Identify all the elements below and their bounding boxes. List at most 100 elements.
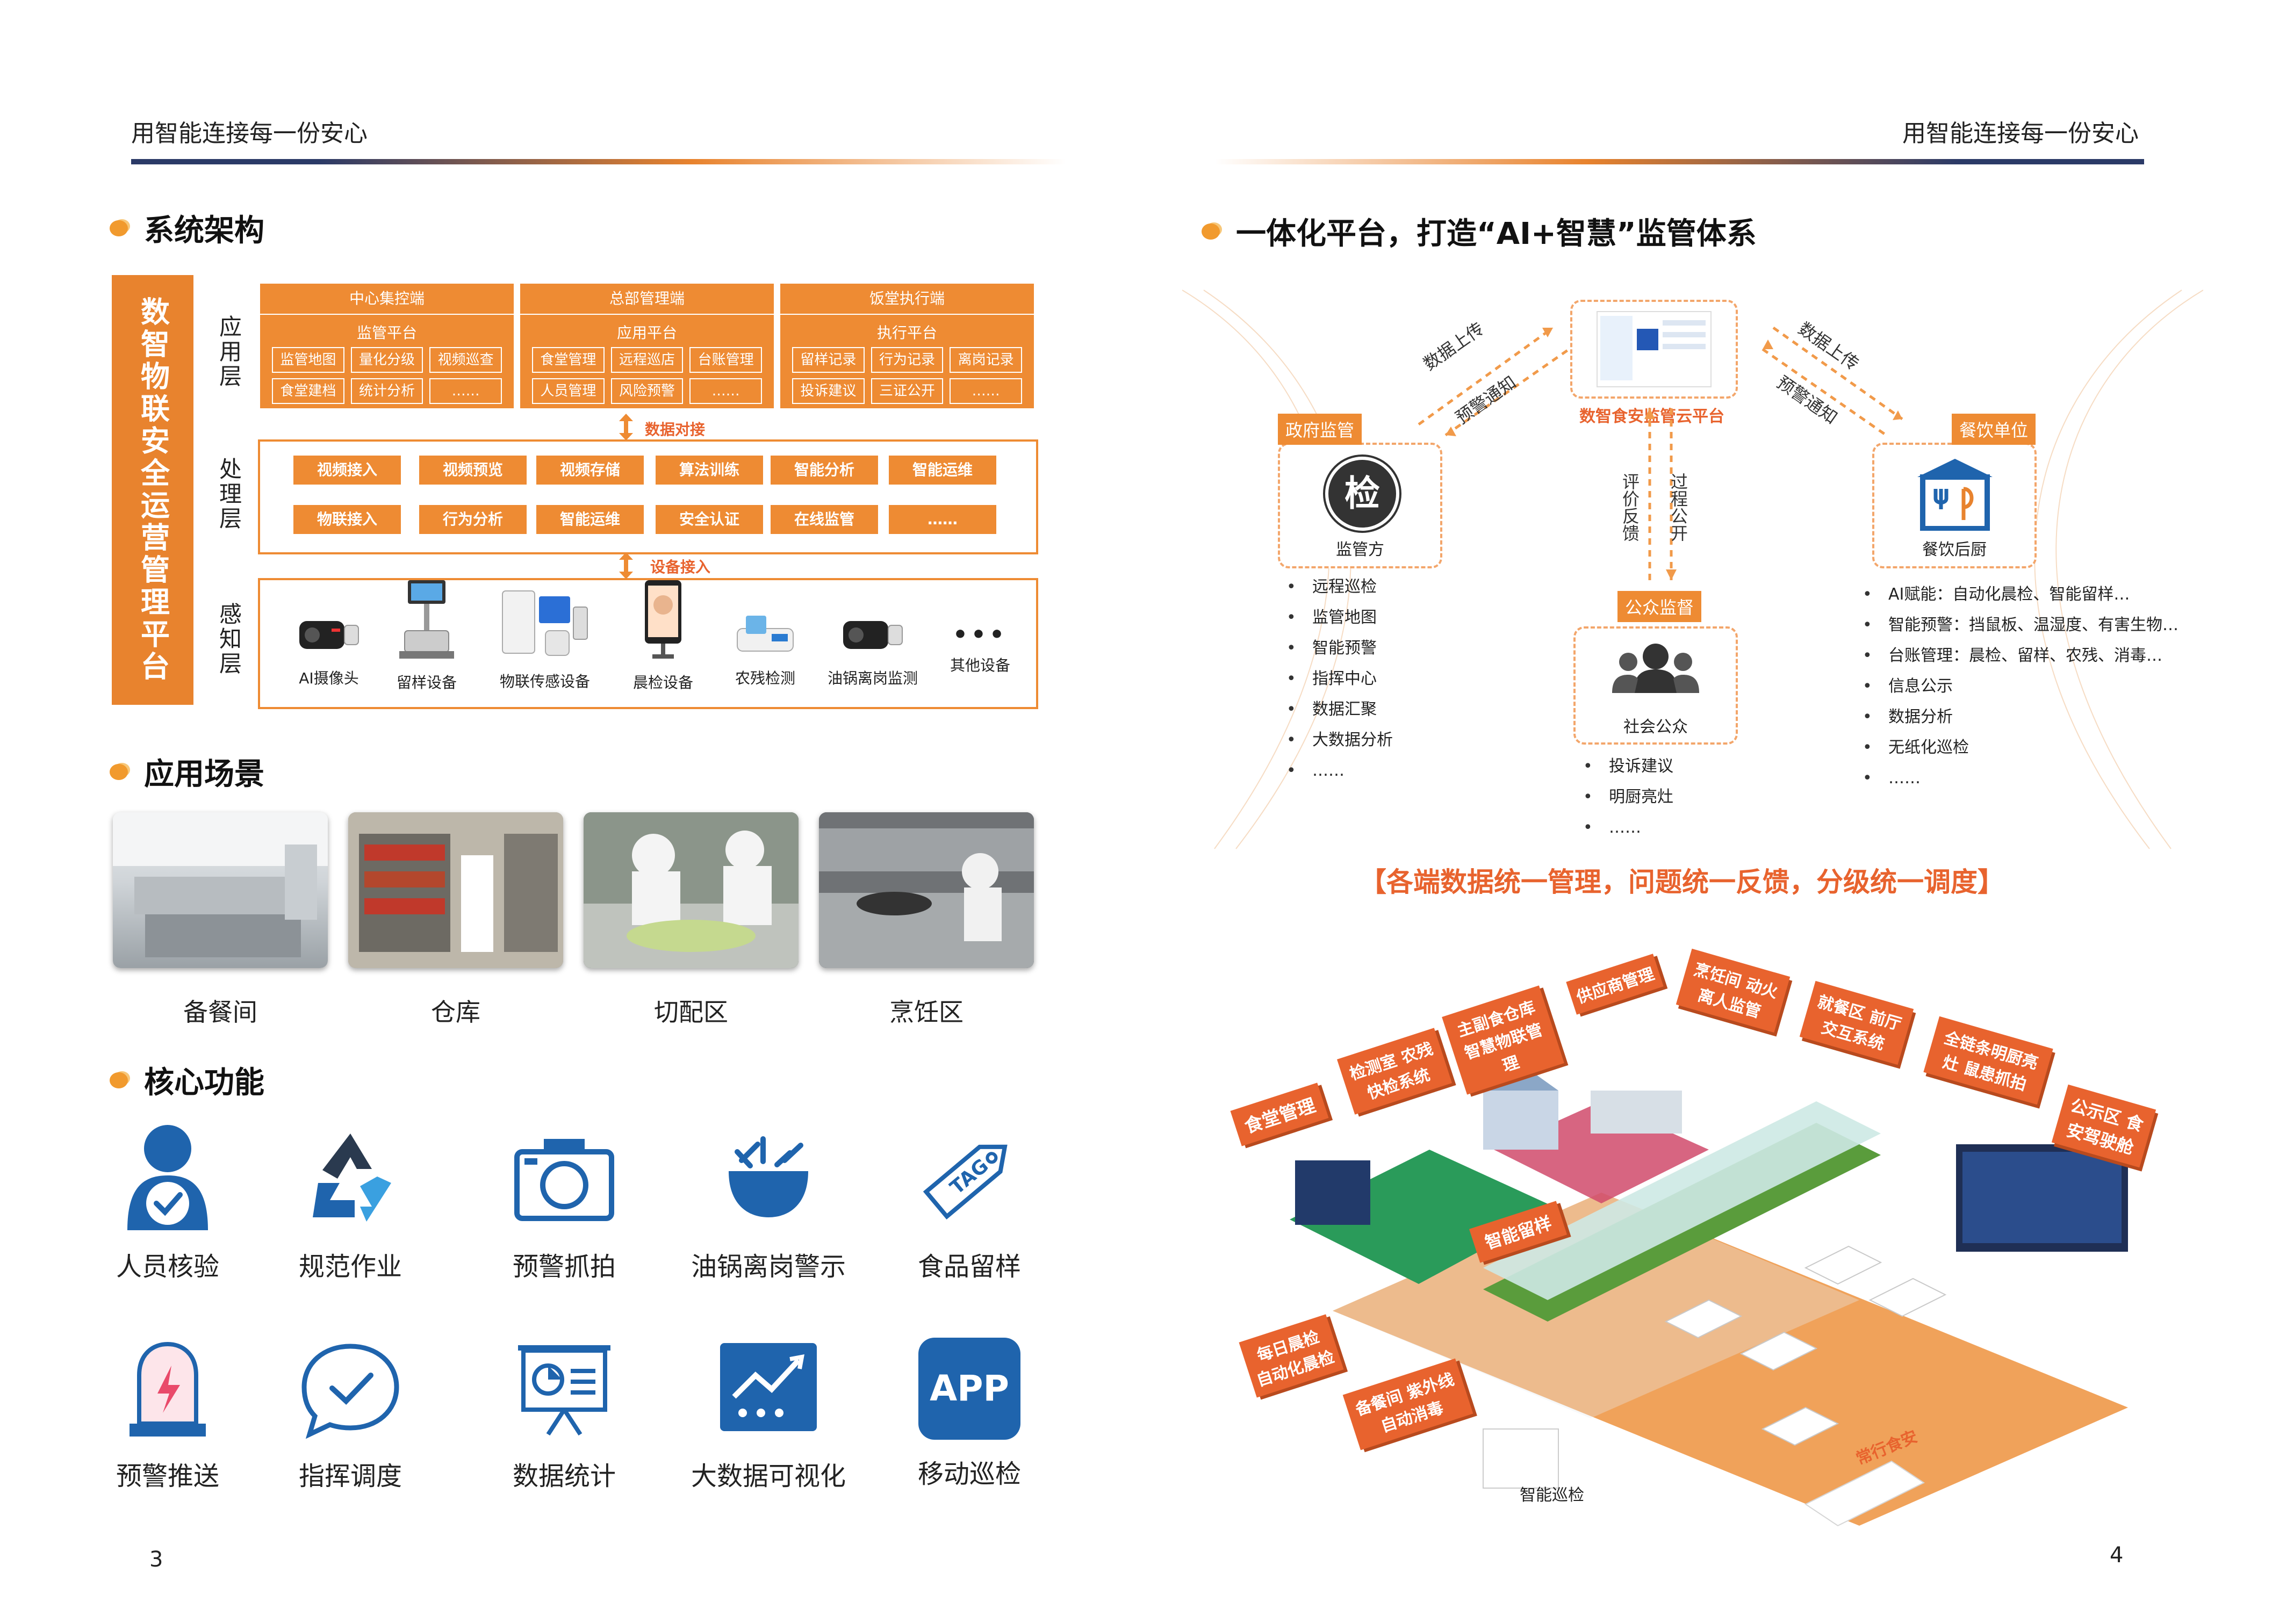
scene-caption: 烹饪区 xyxy=(889,998,964,1027)
face-terminal-icon xyxy=(645,580,681,659)
mini-item: 行为记录 xyxy=(871,347,944,373)
trend-screen-icon xyxy=(720,1343,817,1431)
arrow-label-device: 设备接入 xyxy=(650,558,711,576)
restaurant-tag: 餐饮单位 xyxy=(1952,414,2036,445)
section-title-architecture: 系统架构 xyxy=(110,206,264,250)
mobile-inspect-caption: 智能巡检 xyxy=(1520,1486,1584,1505)
feature-person-verify: 人员核验 xyxy=(71,1123,264,1283)
svg-text:TAG: TAG xyxy=(946,1155,993,1199)
column-sub: 监管平台 xyxy=(356,324,417,342)
header-line-right xyxy=(1214,159,2144,164)
list-item: AI赋能：自动化晨检、智能留样… xyxy=(1863,579,2178,610)
recycle-icon xyxy=(313,1134,391,1222)
list-item: 智能预警 xyxy=(1286,633,1393,663)
presentation-chart-icon xyxy=(518,1345,610,1436)
scene-photo-cutting xyxy=(584,812,799,968)
mini-item: 远程巡店 xyxy=(610,347,684,373)
app-column-3: 饭堂执行端 执行平台 留样记录 行为记录 离岗记录 投诉建议 三证公开 …… xyxy=(780,284,1034,408)
device-iot-sensor: 物联传感设备 xyxy=(480,586,609,691)
list-item: 投诉建议 xyxy=(1583,751,1673,782)
feature-mobile-inspect: APP 移动巡检 xyxy=(873,1338,1066,1490)
column-head: 总部管理端 xyxy=(520,284,774,315)
slogan-banner: 【各端数据统一管理，问题统一反馈，分级统一调度】 xyxy=(1360,867,2004,898)
header-line-left xyxy=(131,159,1066,164)
sensing-layer: AI摄像头 留样设备 物联传感设备 晨检设备 农残检测 油锅离岗监测 ••• 其… xyxy=(258,578,1038,709)
scene-caption: 备餐间 xyxy=(183,998,257,1027)
pesticide-tester-icon xyxy=(737,616,794,652)
public-list: 投诉建议 明厨亮灶 …… xyxy=(1583,751,1673,843)
bullet-icon xyxy=(110,763,128,780)
people-group-icon xyxy=(1612,644,1699,693)
platform-name: 数智物联安全运营管理平台 xyxy=(112,275,193,705)
store-fork-icon xyxy=(1917,459,1993,531)
proc-item: 智能运维 xyxy=(889,456,996,485)
list-item: 指挥中心 xyxy=(1286,663,1393,694)
scene-caption: 切配区 xyxy=(654,998,728,1027)
feature-oil-pan-warning: 油锅离岗警示 xyxy=(672,1123,865,1283)
list-item: 远程巡检 xyxy=(1286,572,1393,602)
list-item: 台账管理：晨检、留样、农残、消毒… xyxy=(1863,640,2178,671)
scene-caption: 仓库 xyxy=(431,998,480,1027)
check-icon: 检 xyxy=(1323,454,1401,533)
double-arrow-icon xyxy=(618,414,634,441)
alarm-light-icon xyxy=(130,1341,206,1437)
device-other: ••• 其他设备 xyxy=(932,621,1029,675)
column-sub: 执行平台 xyxy=(876,324,937,342)
person-check-icon xyxy=(127,1125,208,1230)
bullet-icon xyxy=(110,220,128,236)
scene-photo-prep xyxy=(113,812,328,968)
mini-item: 统计分析 xyxy=(350,378,423,404)
proc-item: 在线监管 xyxy=(771,505,878,534)
list-item: 智能预警：挡鼠板、温湿度、有害生物… xyxy=(1863,610,2178,640)
public-node: 社会公众 xyxy=(1573,626,1738,745)
double-arrow-icon xyxy=(618,552,634,579)
feature-command-dispatch: 指挥调度 xyxy=(254,1338,447,1492)
bullet-icon xyxy=(1202,223,1220,240)
page-number-right: 4 xyxy=(2110,1543,2124,1568)
proc-item: 智能运维 xyxy=(536,505,644,534)
mini-item: 三证公开 xyxy=(871,378,944,404)
mini-item: 台账管理 xyxy=(689,347,762,373)
mini-item: 量化分级 xyxy=(350,347,423,373)
list-item: 监管地图 xyxy=(1286,602,1393,633)
proc-item: 智能分析 xyxy=(771,456,878,485)
section-title-scenes: 应用场景 xyxy=(110,750,264,793)
more-dots-icon: ••• xyxy=(952,621,1008,648)
public-caption: 社会公众 xyxy=(1623,718,1688,737)
sample-device-icon xyxy=(399,580,454,659)
layer-sense-label: 感知层 xyxy=(215,602,242,676)
gov-caption: 监管方 xyxy=(1336,540,1384,559)
cloud-platform-node xyxy=(1570,300,1738,399)
app-icon: APP xyxy=(918,1338,1020,1440)
proc-item: 视频接入 xyxy=(293,456,401,485)
flow-label-process: 过程公开 xyxy=(1668,473,1688,542)
mini-item: 投诉建议 xyxy=(792,378,865,404)
mini-item: 食堂管理 xyxy=(532,347,605,373)
feature-alarm-snapshot: 预警抓拍 xyxy=(468,1123,661,1283)
proc-item: 物联接入 xyxy=(293,505,401,534)
column-sub: 应用平台 xyxy=(616,324,677,342)
camera-icon xyxy=(299,621,359,649)
list-item: …… xyxy=(1583,812,1673,843)
list-item: …… xyxy=(1286,755,1393,786)
list-item: 信息公示 xyxy=(1863,671,2178,702)
tag-icon: TAG xyxy=(923,1144,1008,1220)
list-item: 数据分析 xyxy=(1863,702,2178,732)
layer-proc-label: 处理层 xyxy=(215,457,242,531)
mini-item: 监管地图 xyxy=(272,347,344,373)
feature-standard-work: 规范作业 xyxy=(254,1123,447,1283)
camera-icon xyxy=(843,621,903,649)
device-morning-check: 晨检设备 xyxy=(609,580,717,692)
app-column-2: 总部管理端 应用平台 食堂管理 远程巡店 台账管理 人员管理 风险预警 …… xyxy=(520,284,774,408)
list-item: 明厨亮灶 xyxy=(1583,782,1673,812)
dashboard-screenshot-icon xyxy=(1597,311,1712,387)
device-pesticide: 农残检测 xyxy=(717,612,814,688)
proc-item: 行为分析 xyxy=(419,505,527,534)
mini-item: 食堂建档 xyxy=(272,378,344,404)
device-oil-pan: 油锅离岗监测 xyxy=(814,612,932,688)
header-slogan-left: 用智能连接每一份安心 xyxy=(131,120,368,147)
feature-data-stats: 数据统计 xyxy=(468,1338,661,1492)
list-item: 无纸化巡检 xyxy=(1863,732,2178,763)
wok-icon xyxy=(729,1136,808,1217)
column-head: 饭堂执行端 xyxy=(780,284,1034,315)
